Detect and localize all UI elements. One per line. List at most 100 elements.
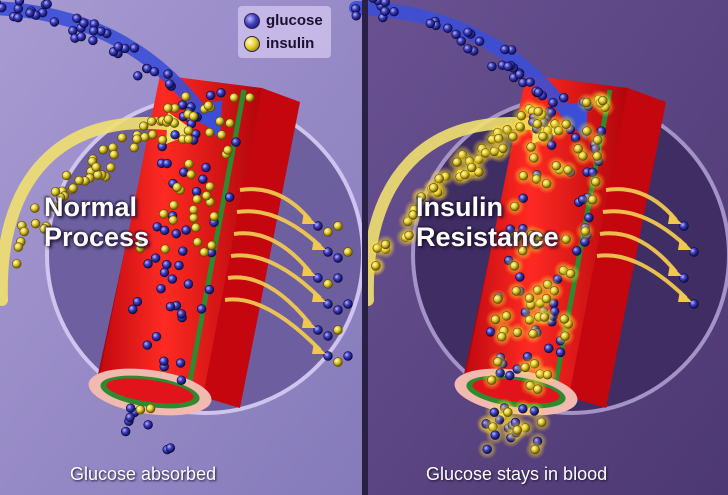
glucose-molecule — [181, 225, 191, 235]
title-normal-process: Normal Process — [44, 192, 149, 252]
glucose-molecule — [216, 88, 226, 98]
insulin-molecule — [13, 242, 24, 252]
insulin-molecule — [598, 95, 608, 106]
glucose-molecule — [174, 260, 184, 271]
absorption-arrow — [227, 275, 312, 326]
insulin-molecule — [132, 134, 142, 144]
glucose-molecule — [514, 69, 525, 80]
insulin-molecule — [323, 279, 333, 289]
glucose-molecule — [163, 69, 173, 79]
title-insulin-resistance: Insulin Resistance — [416, 192, 559, 252]
glucose-molecule — [451, 29, 461, 40]
insulin-molecule — [183, 134, 194, 144]
insulin-molecule — [117, 132, 127, 143]
insulin-molecule — [129, 142, 139, 153]
glucose-molecule — [380, 0, 390, 7]
glucose-molecule — [88, 26, 99, 36]
legend-item-insulin: insulin — [244, 32, 323, 55]
absorption-arrow-head — [302, 316, 316, 328]
caption-glucose-stays: Glucose stays in blood — [426, 464, 608, 484]
insulin-molecule — [106, 162, 116, 173]
insulin-molecule — [205, 181, 215, 192]
glucose-molecule — [343, 299, 353, 309]
glucose-molecule — [204, 284, 215, 295]
insulin-molecule — [510, 201, 520, 212]
glucose-molecule — [323, 331, 333, 341]
insulin-molecule — [199, 247, 209, 257]
glucose-molecule — [125, 403, 136, 413]
insulin-molecule — [493, 357, 503, 367]
glucose-molecule — [500, 44, 510, 55]
glucose-molecule — [156, 283, 166, 294]
glucose-molecule — [49, 17, 60, 27]
glucose-molecule — [487, 61, 497, 72]
glucose-molecule — [13, 3, 23, 14]
insulin-molecule — [533, 384, 543, 394]
glucose-molecule — [191, 186, 202, 197]
insulin-molecule — [163, 103, 173, 113]
glucose-molecule — [474, 36, 485, 47]
glucose-molecule — [351, 11, 361, 21]
molecules — [0, 0, 353, 455]
insulin-molecule — [145, 403, 156, 414]
glucose-molecule — [333, 273, 343, 283]
glucose-molecule — [572, 246, 582, 256]
glucose-molecule — [343, 351, 353, 361]
insulin-molecule — [333, 325, 343, 335]
insulin-dot-icon — [244, 35, 260, 52]
insulin-molecule — [98, 144, 108, 155]
glucose-molecule — [183, 279, 194, 289]
glucose-molecule — [505, 370, 515, 381]
insulin-molecule — [408, 210, 418, 220]
insulin-molecule — [50, 187, 61, 197]
insulin-molecule — [207, 240, 217, 251]
insulin-molecule — [511, 286, 522, 296]
absorption-arrow — [224, 297, 322, 352]
glucose-molecule — [231, 137, 241, 147]
insulin-molecule — [520, 362, 530, 373]
glucose-molecule — [171, 229, 181, 239]
insulin-molecule — [487, 375, 497, 385]
insulin-molecule — [30, 203, 40, 213]
legend: glucose insulin — [238, 6, 331, 58]
panel-divider — [362, 0, 368, 495]
insulin-molecule — [245, 92, 255, 103]
insulin-molecule — [215, 116, 225, 127]
glucose-molecule — [42, 0, 52, 9]
glucose-molecule — [72, 13, 82, 24]
insulin-molecule — [168, 215, 178, 225]
insulin-molecule — [135, 405, 146, 415]
glucose-molecule — [323, 247, 333, 257]
insulin-molecule — [50, 202, 60, 212]
absorption-arrow — [233, 231, 312, 274]
glucose-molecule — [14, 0, 25, 6]
insulin-molecule — [512, 327, 523, 338]
insulin-molecule — [184, 159, 194, 169]
glucose-molecule — [176, 375, 187, 385]
glucose-molecule — [482, 444, 492, 455]
glucose-molecule — [162, 259, 172, 270]
insulin-molecule — [333, 221, 343, 231]
glucose-molecule — [128, 304, 138, 315]
absorption-arrow — [602, 209, 688, 248]
insulin-molecule — [539, 312, 550, 322]
insulin-molecule — [508, 131, 518, 142]
insulin-molecule — [39, 224, 49, 234]
glucose-molecule — [380, 6, 390, 16]
insulin-molecule — [61, 170, 72, 181]
insulin-molecule — [19, 226, 29, 237]
insulin-molecule — [139, 121, 149, 131]
panel-normal-process — [0, 0, 365, 495]
glucose-molecule — [0, 2, 7, 13]
legend-label: glucose — [266, 12, 323, 29]
insulin-molecule — [498, 143, 508, 154]
molecules — [350, 0, 699, 460]
glucose-molecule — [132, 296, 143, 307]
absorption-arrow-head — [678, 238, 692, 250]
insulin-molecule — [223, 145, 233, 155]
absorption-arrow — [596, 253, 688, 300]
glucose-molecule — [152, 222, 162, 232]
glucose-molecule — [544, 343, 554, 354]
insulin-molecule — [538, 131, 548, 142]
